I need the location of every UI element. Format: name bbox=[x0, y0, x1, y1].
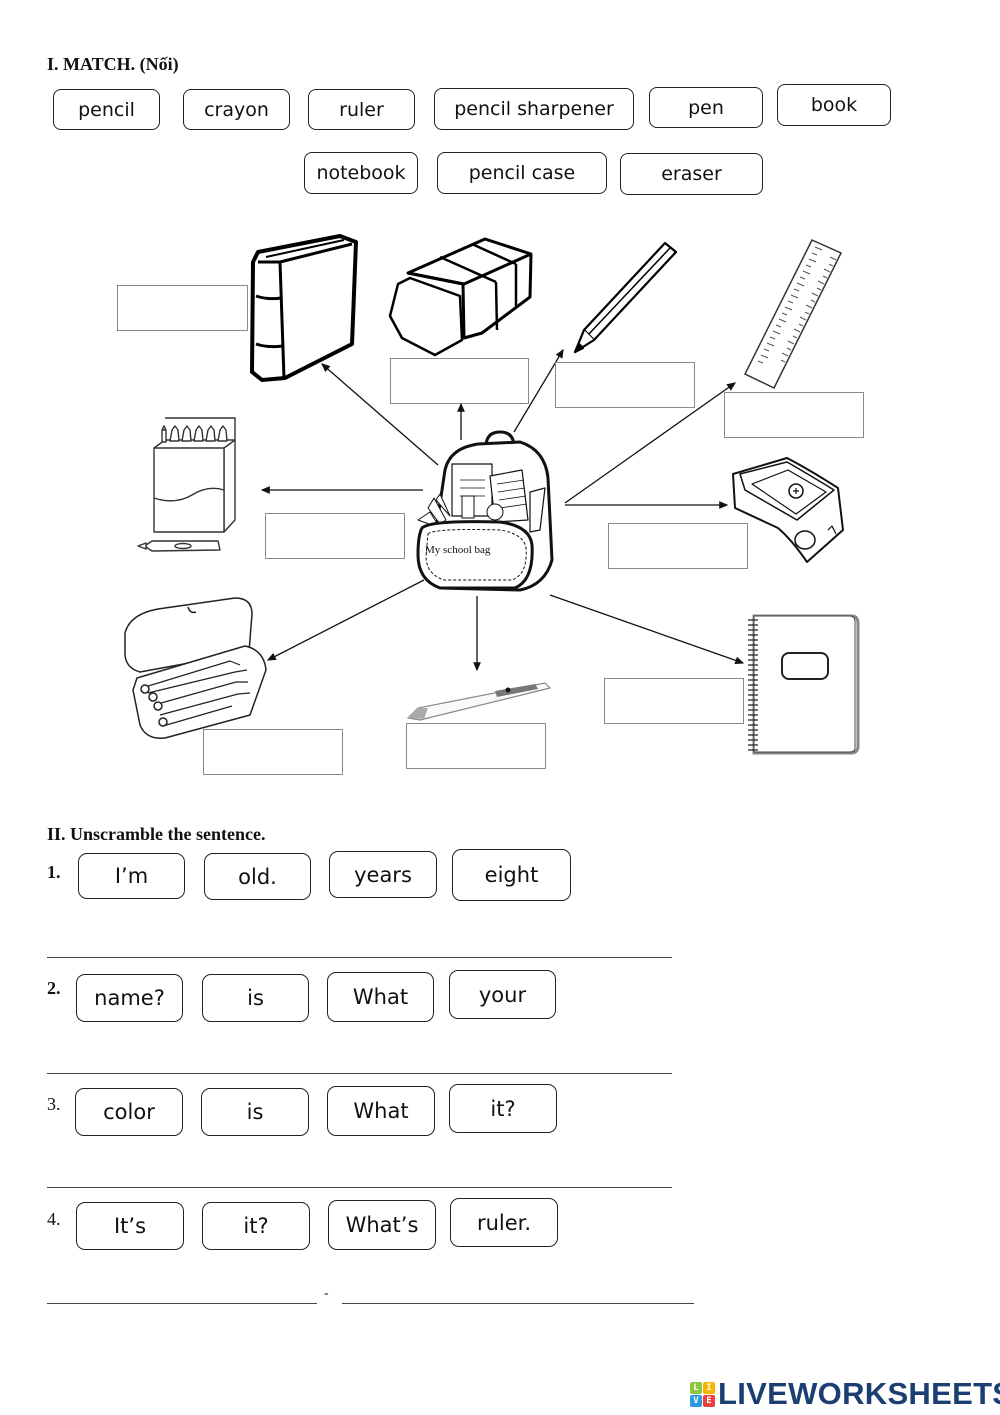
eraser-icon bbox=[388, 237, 533, 357]
crayon-box-icon bbox=[137, 417, 236, 552]
logo-tile-i: I bbox=[703, 1381, 715, 1394]
word-bank-pencil[interactable]: pencil bbox=[53, 89, 160, 130]
sharpener-icon bbox=[732, 457, 844, 563]
arrow-to-pencil bbox=[513, 348, 564, 433]
ruler-icon bbox=[743, 239, 843, 389]
logo-text: LIVEWORKSHEETS bbox=[718, 1376, 1000, 1411]
answer-box-pencil-case[interactable] bbox=[203, 729, 343, 775]
pencil-icon bbox=[573, 241, 678, 354]
q2-word-4[interactable]: your bbox=[449, 970, 556, 1019]
answer-box-sharpener[interactable] bbox=[608, 523, 748, 569]
word-bank-pencil-sharpener[interactable]: pencil sharpener bbox=[434, 88, 634, 130]
question-4-number: 4. bbox=[47, 1209, 61, 1229]
question-1-number: 1. bbox=[47, 862, 61, 882]
q2-word-3[interactable]: What bbox=[327, 972, 434, 1022]
answer-box-eraser[interactable] bbox=[390, 358, 529, 404]
logo-tile-e: E bbox=[703, 1394, 715, 1407]
answer-box-notebook[interactable] bbox=[604, 678, 744, 724]
q4-answer-line-2[interactable] bbox=[342, 1303, 694, 1304]
q1-word-3[interactable]: years bbox=[329, 851, 437, 898]
q4-answer-line-1[interactable] bbox=[47, 1303, 317, 1304]
q3-word-2[interactable]: is bbox=[201, 1088, 309, 1136]
word-bank-book[interactable]: book bbox=[777, 84, 891, 126]
logo-tile-v: V bbox=[690, 1394, 702, 1407]
pen-icon bbox=[406, 682, 552, 721]
logo-tiles-icon: L I V E bbox=[690, 1381, 715, 1407]
arrow-to-book bbox=[321, 363, 439, 466]
arrow-to-pencil-case bbox=[266, 579, 425, 661]
word-bank-notebook[interactable]: notebook bbox=[304, 152, 418, 194]
answer-box-pencil[interactable] bbox=[555, 362, 695, 408]
notebook-icon bbox=[748, 614, 860, 755]
q4-word-4[interactable]: ruler. bbox=[450, 1198, 558, 1247]
q4-word-1[interactable]: It’s bbox=[76, 1202, 184, 1250]
book-icon bbox=[250, 234, 358, 382]
q4-word-3[interactable]: What’s bbox=[328, 1200, 436, 1250]
section-2-title: II. Unscramble the sentence. bbox=[47, 824, 266, 844]
arrows bbox=[260, 348, 745, 672]
q2-word-2[interactable]: is bbox=[202, 974, 309, 1022]
arrow-to-ruler bbox=[564, 382, 737, 504]
logo-tile-l: L bbox=[690, 1381, 702, 1394]
question-2-number: 2. bbox=[47, 978, 61, 998]
word-bank-pen[interactable]: pen bbox=[649, 87, 763, 128]
answer-box-crayon[interactable] bbox=[265, 513, 405, 559]
q4-word-2[interactable]: it? bbox=[202, 1202, 310, 1250]
liveworksheets-logo: L I V E LIVEWORKSHEETS bbox=[690, 1376, 1000, 1412]
pencil-case-icon bbox=[124, 597, 267, 739]
q1-word-4[interactable]: eight bbox=[452, 849, 571, 901]
q1-word-2[interactable]: old. bbox=[204, 853, 311, 900]
question-3-number: 3. bbox=[47, 1094, 61, 1114]
school-bag-icon: My school bag bbox=[416, 430, 554, 592]
q3-word-3[interactable]: What bbox=[327, 1086, 435, 1136]
section-1-title: I. MATCH. (Nối) bbox=[47, 54, 179, 74]
q1-answer-line[interactable] bbox=[47, 957, 672, 958]
answer-box-book[interactable] bbox=[117, 285, 248, 331]
word-bank-ruler[interactable]: ruler bbox=[308, 89, 415, 130]
word-bank-eraser[interactable]: eraser bbox=[620, 153, 763, 195]
q1-word-1[interactable]: I’m bbox=[78, 853, 185, 899]
school-bag-label: My school bag bbox=[425, 544, 491, 556]
q3-answer-line[interactable] bbox=[47, 1187, 672, 1188]
word-bank-crayon[interactable]: crayon bbox=[183, 89, 290, 130]
q2-answer-line[interactable] bbox=[47, 1073, 672, 1074]
q4-separator: - bbox=[324, 1286, 329, 1301]
answer-box-ruler[interactable] bbox=[724, 392, 864, 438]
arrow-to-notebook bbox=[549, 594, 745, 665]
q3-word-4[interactable]: it? bbox=[449, 1084, 557, 1133]
q3-word-1[interactable]: color bbox=[75, 1088, 183, 1136]
word-bank-pencil-case[interactable]: pencil case bbox=[437, 152, 607, 194]
answer-box-pen[interactable] bbox=[406, 723, 546, 769]
match-diagram: My school bag bbox=[124, 234, 860, 755]
q2-word-1[interactable]: name? bbox=[76, 974, 183, 1022]
